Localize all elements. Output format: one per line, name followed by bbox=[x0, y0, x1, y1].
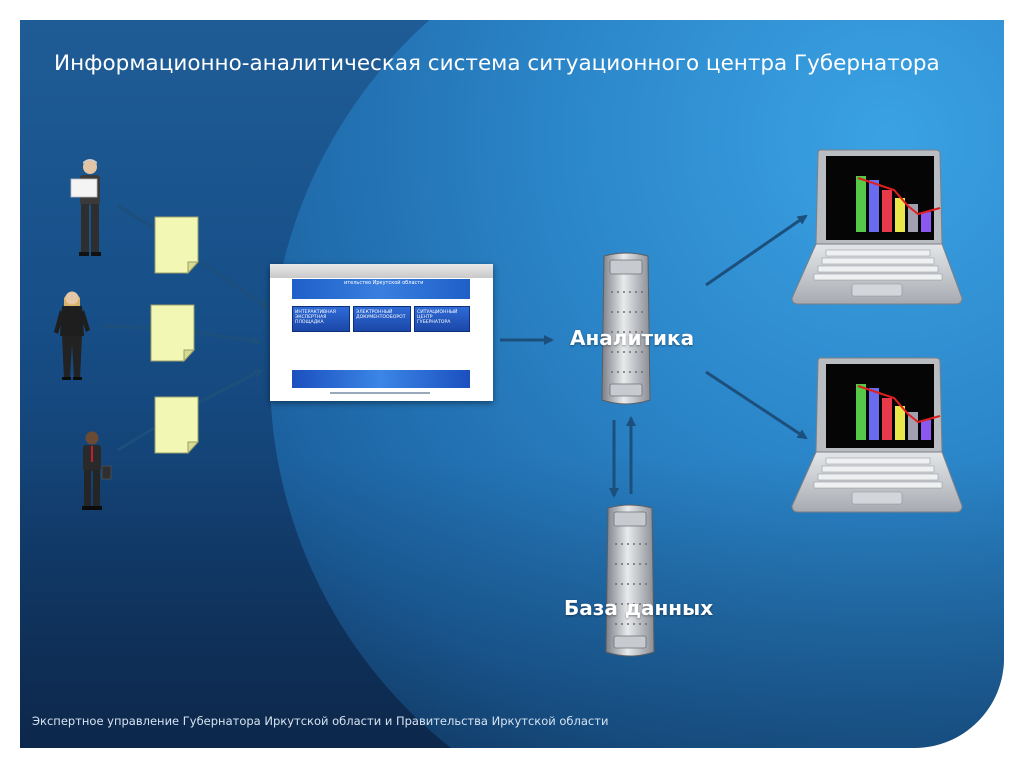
server-tower-icon bbox=[601, 252, 651, 405]
arrow-icon bbox=[117, 204, 155, 230]
browser-window-icon: ительство Иркутской области ИНТЕРАКТИВНА… bbox=[270, 264, 493, 401]
arrow-icon bbox=[193, 330, 262, 346]
arrow-icon bbox=[705, 370, 808, 440]
slide-footer: Экспертное управление Губернатора Иркутс… bbox=[32, 714, 609, 728]
database-label: База данных bbox=[564, 596, 714, 620]
bar-chart-icon bbox=[856, 384, 941, 440]
arrow-icon bbox=[197, 258, 270, 310]
connector-arrows bbox=[101, 204, 808, 498]
analytics-label: Аналитика bbox=[570, 326, 695, 350]
bar-chart-icon bbox=[856, 176, 941, 232]
portal-banner-text: ительство Иркутской области bbox=[344, 280, 424, 286]
arrow-icon bbox=[705, 214, 808, 287]
person-icon bbox=[82, 431, 112, 510]
portal-footer bbox=[330, 392, 430, 394]
arrow-icon bbox=[101, 324, 151, 330]
browser-toolbar bbox=[270, 264, 493, 278]
laptop-icon bbox=[791, 149, 963, 305]
slide-background: Информационно-аналитическая система ситу… bbox=[20, 20, 1004, 748]
arrow-icon bbox=[117, 426, 155, 452]
portal-tile: ИНТЕРАКТИВНАЯ ЭКСПЕРТНАЯ ПЛОЩАДКА bbox=[292, 306, 350, 332]
person-icon bbox=[54, 291, 90, 380]
slide-title: Информационно-аналитическая система ситу… bbox=[54, 51, 940, 76]
portal-tile: СИТУАЦИОННЫЙ ЦЕНТР ГУБЕРНАТОРА bbox=[414, 306, 470, 332]
server-tower-icon bbox=[605, 504, 655, 657]
person-icon bbox=[70, 159, 101, 256]
portal-tile: ЭЛЕКТРОННЫЙ ДОКУМЕНТООБОРОТ bbox=[353, 306, 411, 332]
laptop-icon bbox=[791, 357, 963, 513]
portal-strip bbox=[292, 370, 470, 388]
document-icon bbox=[154, 396, 200, 455]
document-icon bbox=[150, 304, 196, 363]
arrow-icon bbox=[195, 368, 264, 406]
portal-banner: ительство Иркутской области bbox=[292, 279, 470, 299]
document-icon bbox=[154, 216, 200, 275]
